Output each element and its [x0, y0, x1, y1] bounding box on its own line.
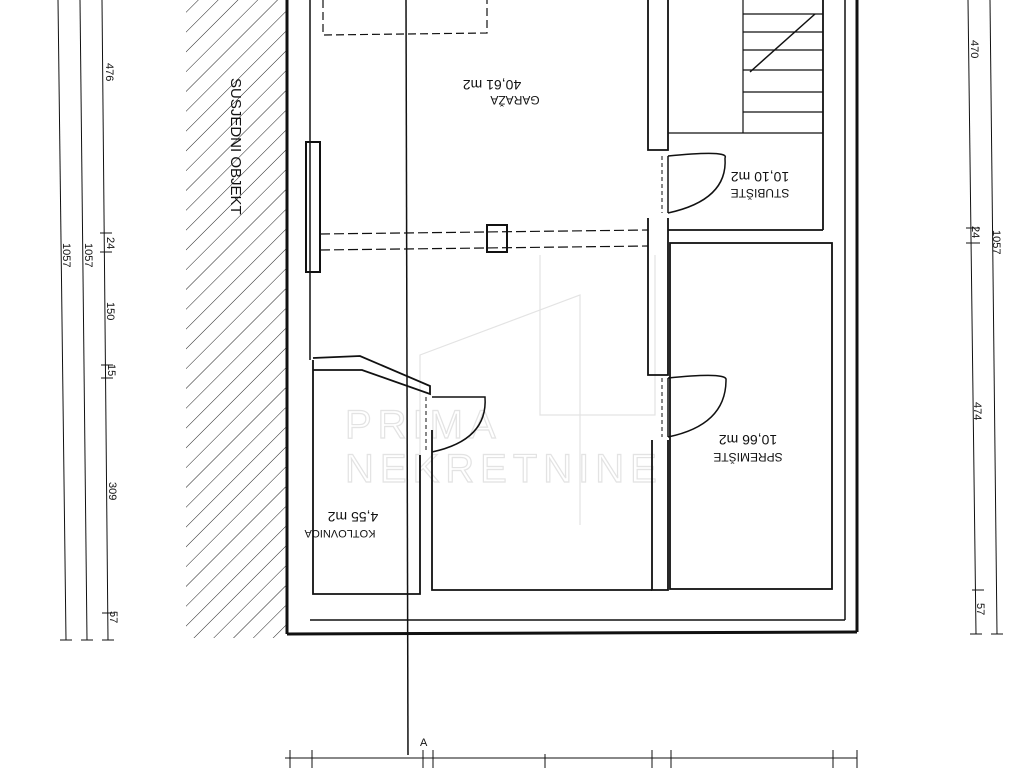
dim-right-outer: 1057: [990, 230, 1002, 254]
room-garage-name: GARAŽA: [490, 93, 539, 108]
staircase: [668, 0, 823, 134]
dim-left-seg-5: 309: [106, 482, 118, 500]
dim-right-seg-4: 57: [974, 603, 986, 615]
dim-left-mid: 1057: [82, 243, 94, 267]
dim-right-seg-2: 24: [969, 226, 981, 238]
room-storage-area: 10,66 m2: [719, 432, 778, 448]
room-storage: SPREMIŠTE 10,66 m2: [713, 432, 782, 465]
outer-walls: [285, 0, 859, 636]
dim-right-seg-1: 470: [968, 40, 980, 58]
room-boiler-area: 4,55 m2: [327, 509, 378, 525]
dim-left-outer: 1057: [60, 243, 72, 267]
watermark-line1: PRIMA: [345, 403, 502, 447]
dim-left-seg-3: 150: [104, 302, 116, 320]
dim-right-seg-3: 474: [971, 402, 983, 420]
watermark-line2: NEKRETNINE: [345, 447, 663, 491]
doors: [425, 152, 727, 453]
room-stairs-name: STUBIŠTE: [731, 186, 790, 201]
neighbor-hatch: [186, 0, 286, 638]
section-line: [405, 0, 409, 756]
watermark: PRIMA NEKRETNINE: [344, 255, 663, 525]
garage-area: [319, 0, 649, 253]
dim-left-seg-4: 15: [105, 364, 117, 376]
neighbor-label: SUSJEDNI OBJEKT: [227, 78, 244, 215]
room-garage-area: 40,61 m2: [463, 77, 522, 93]
left-dimension-labels: 1057 1057 476 24 150 15 309 57: [60, 63, 119, 623]
dim-left-seg-1: 476: [103, 63, 115, 81]
right-dimensions: [966, 0, 1003, 635]
room-stairs: STUBIŠTE 10,10 m2: [731, 169, 790, 201]
bottom-dimensions: [285, 750, 858, 768]
dim-left-seg-2: 24: [104, 237, 116, 249]
room-storage-name: SPREMIŠTE: [713, 450, 782, 465]
right-dimension-labels: 1057 470 24 474 57: [968, 40, 1002, 615]
room-garage: GARAŽA 40,61 m2: [463, 77, 540, 108]
section-marker: A: [420, 737, 428, 749]
room-stairs-area: 10,10 m2: [731, 169, 790, 185]
dim-left-seg-6: 57: [107, 611, 119, 623]
left-dimensions: [57, 0, 114, 641]
interior-walls: [312, 0, 833, 595]
room-boiler: KOTLOVNICA 4,55 m2: [304, 509, 378, 539]
room-boiler-name: KOTLOVNICA: [304, 527, 376, 539]
